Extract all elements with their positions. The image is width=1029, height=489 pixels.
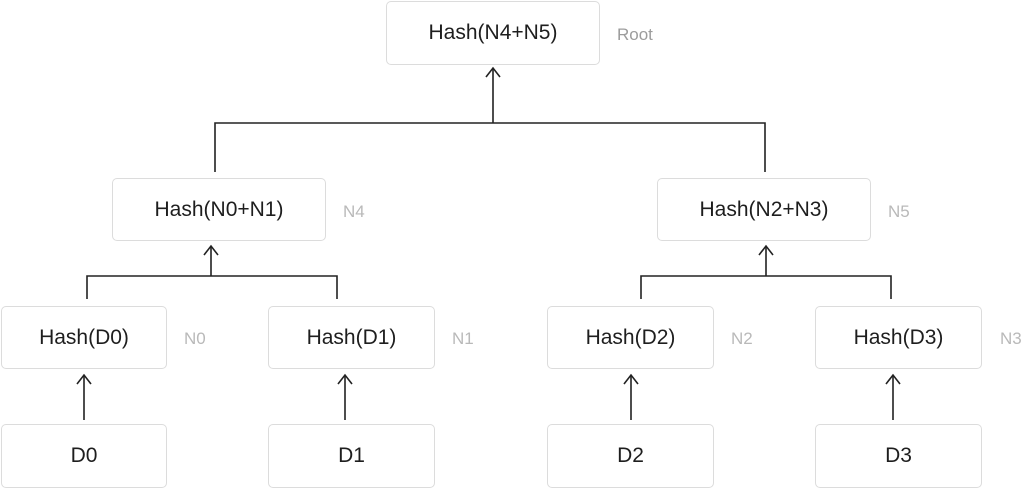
n2-node-tag: N2 [731,329,753,348]
root-arrow-head [485,66,501,78]
d2-arrow-head [623,373,639,385]
n5-node: Hash(N2+N3) [657,178,871,241]
root-node-label: Hash(N4+N5) [428,21,558,44]
n0-node: Hash(D0) [1,306,167,369]
d1-leaf: D1 [268,424,435,488]
n5-node-label: Hash(N2+N3) [699,197,829,221]
d3-arrow-head [885,373,901,385]
d0-arrow-head [76,373,92,385]
n3-node-label: Hash(D3) [853,325,944,349]
root-branch-connector [214,122,766,172]
d1-leaf-label: D1 [338,444,365,467]
n2-node-label: Hash(D2) [585,325,676,349]
n0-node-label: Hash(D0) [39,325,129,349]
n4-node-label: Hash(N0+N1) [154,197,284,221]
n5-arrow-head [758,244,774,256]
d0-leaf-label: D0 [70,444,98,467]
n4-node: Hash(N0+N1) [112,178,326,241]
n4-branch-connector [86,275,338,299]
n2-node: Hash(D2) [547,306,714,369]
n3-node-tag: N3 [1000,329,1022,348]
n4-arrow-head [203,244,219,256]
d3-leaf: D3 [815,424,982,488]
n1-node: Hash(D1) [268,306,435,369]
d0-leaf: D0 [1,424,167,488]
d3-leaf-label: D3 [885,444,912,467]
d2-leaf-label: D2 [617,444,644,467]
n0-node-tag: N0 [184,329,206,348]
n5-branch-connector [640,275,892,299]
d2-leaf: D2 [547,424,714,488]
n5-node-tag: N5 [888,202,910,221]
n3-node: Hash(D3) [815,306,982,369]
n4-node-tag: N4 [343,202,365,221]
d1-arrow-head [337,373,353,385]
root-node: Hash(N4+N5) [386,1,600,65]
root-node-tag: Root [617,25,653,44]
n1-node-label: Hash(D1) [306,325,397,349]
n1-node-tag: N1 [452,329,474,348]
